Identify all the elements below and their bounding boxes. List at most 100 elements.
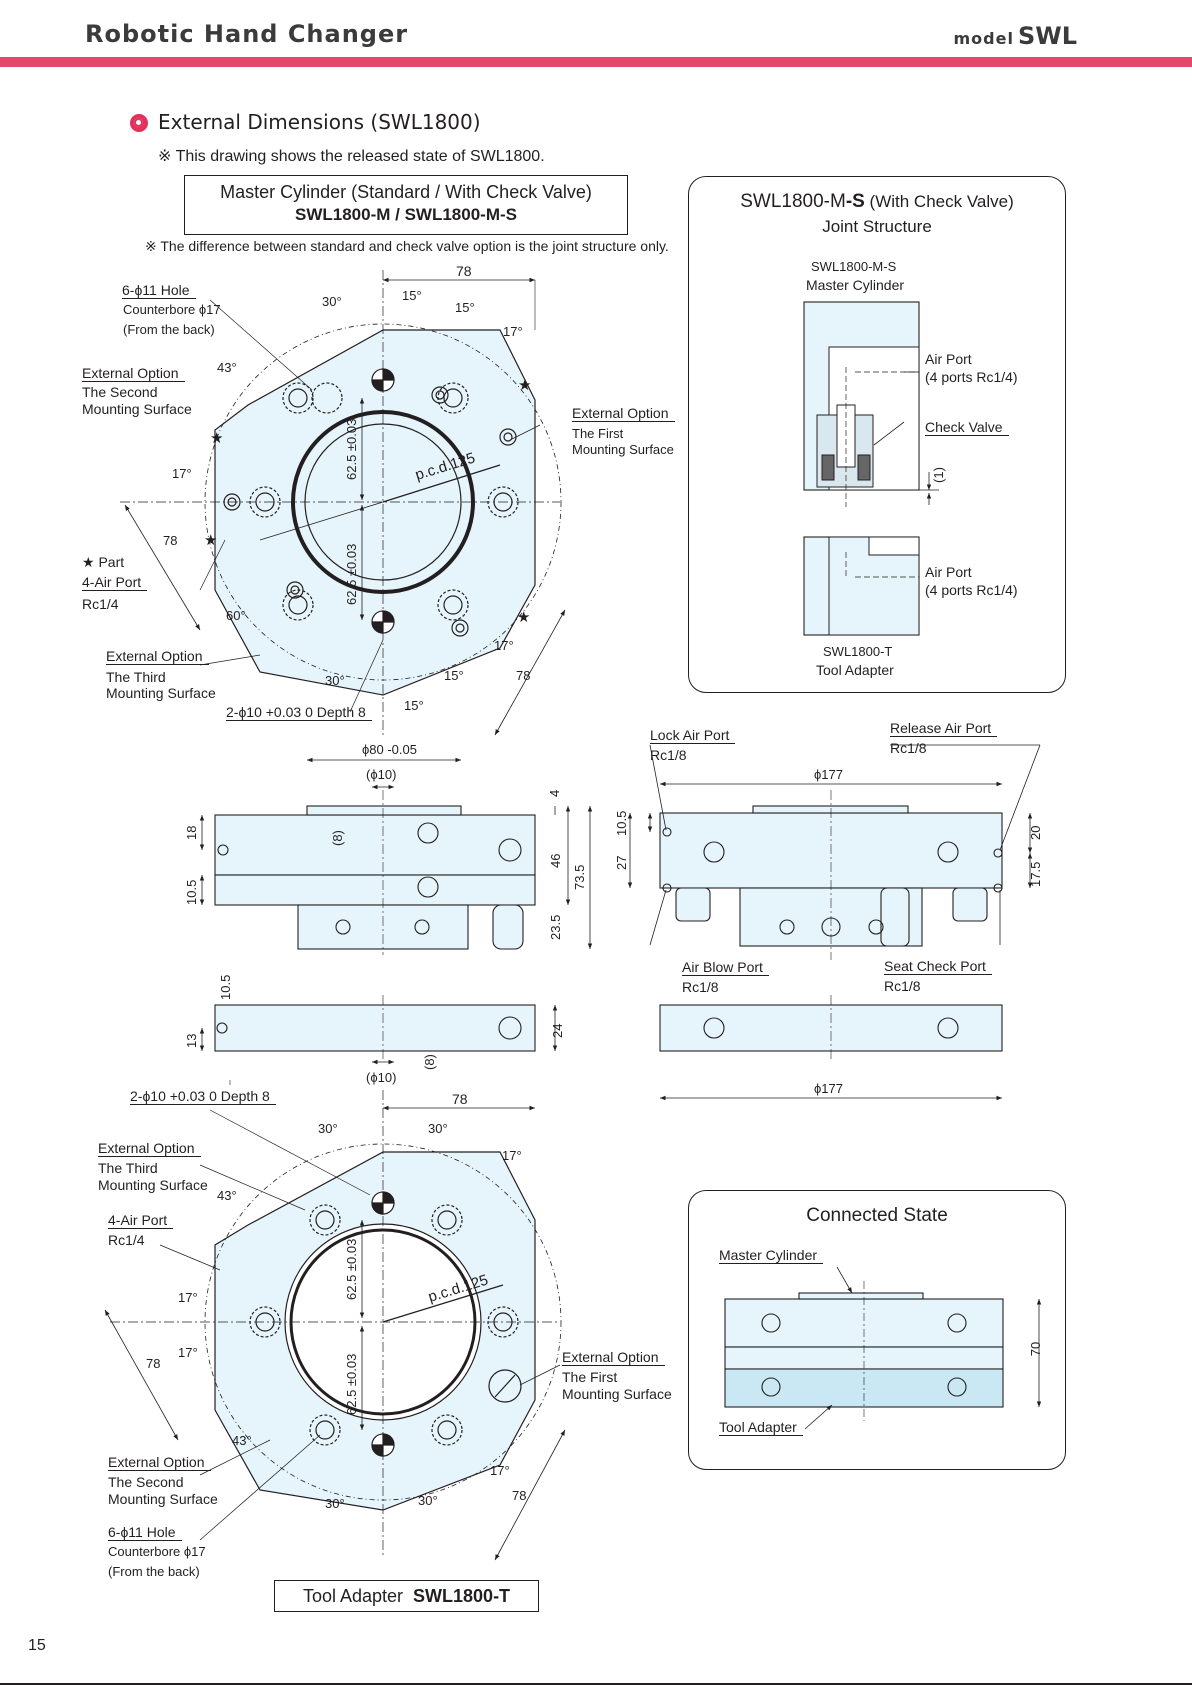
master-front-view (659, 790, 1003, 960)
label-dowel-tool: 2-ϕ10 +0.03 0 Depth 8 (130, 1088, 276, 1105)
svg-text:★: ★ (518, 377, 531, 394)
master-top-view (120, 270, 566, 736)
dowel-markers (371, 368, 395, 634)
dim-17-b: 17° (172, 466, 192, 481)
master-front-labels: ϕ177 10.5 27 20 17.5 (614, 767, 1043, 887)
dim-62-5-tool-lower: 62.5 ±0.03 (344, 1354, 359, 1415)
label-hole-top: 6-ϕ11 Hole (122, 282, 196, 299)
header-accent-bar (0, 57, 1192, 67)
label-air-port-top: 4-Air Port (82, 574, 148, 591)
dim-78-tool-left: 78 (146, 1356, 160, 1371)
tool-top-view-labels: 78 30° 30° 17° 43° 17° 17° 78 43° 30° 30… (146, 1091, 526, 1511)
label-first-surface-tool-2: Mounting Surface (562, 1386, 672, 1402)
label-counterbore-top: Counterbore ϕ17 (123, 302, 221, 317)
dim-27: 27 (614, 856, 629, 870)
label-ext-opt-third: External Option (106, 648, 209, 665)
label-ext-opt-third-tool: External Option (98, 1140, 201, 1157)
dim-phi10-b: (ϕ10) (366, 1070, 396, 1085)
label-third-surface-tool-1: The Third (98, 1160, 158, 1176)
tool-adapter-model: SWL1800-T (413, 1586, 511, 1606)
label-lock-air-port: Lock Air Port (650, 727, 736, 744)
label-release-air-port: Release Air Port (890, 720, 998, 737)
connected-dim-70: 70 (1028, 1341, 1044, 1357)
tool-side-view (214, 995, 536, 1085)
tool-top-view (104, 1090, 566, 1561)
dim-78-tool-right: 78 (512, 1488, 526, 1503)
dim-60: 60° (226, 608, 246, 623)
page-header-title: Robotic Hand Changer (85, 20, 409, 48)
dim-15-b: 15° (455, 300, 475, 315)
connected-panel-title: Connected State (806, 1205, 948, 1226)
note-difference: ※ The difference between standard and ch… (145, 238, 669, 254)
dim-30-f: 30° (418, 1493, 438, 1508)
dim-43-b: 43° (217, 1188, 237, 1203)
dim-78-right: 78 (516, 668, 530, 683)
joint-panel-subtitle: Joint Structure (822, 217, 932, 236)
label-ext-opt-first: External Option (572, 405, 675, 422)
connected-master-label: Master Cylinder (719, 1247, 824, 1264)
label-release-rc18: Rc1/8 (890, 740, 927, 756)
dim-17-c: 17° (494, 638, 514, 653)
joint-tool-label-1: SWL1800-T (823, 644, 893, 659)
label-seat-check-port: Seat Check Port (884, 958, 992, 975)
joint-check-valve: Check Valve (925, 419, 1009, 436)
dim-15-c: 15° (444, 668, 464, 683)
joint-air-port-4: (4 ports Rc1/4) (925, 582, 1018, 598)
label-air-port-tool: 4-Air Port (108, 1212, 174, 1229)
label-third-surface-2: Mounting Surface (106, 685, 216, 701)
master-body-outline (214, 329, 536, 696)
master-box-line1: Master Cylinder (Standard / With Check V… (220, 182, 592, 202)
label-second-surface-2: Mounting Surface (82, 401, 192, 417)
joint-panel-title: SWL1800-M-S (With Check Valve) (740, 191, 1014, 212)
joint-air-port-2: (4 ports Rc1/4) (925, 369, 1018, 385)
label-rc14-tool: Rc1/4 (108, 1232, 145, 1248)
joint-structure-panel: SWL1800-M-S (With Check Valve) Joint Str… (688, 176, 1066, 693)
dim-62-5-tool-upper: 62.5 ±0.03 (344, 1239, 359, 1300)
tool-front-view (659, 995, 1003, 1060)
svg-text:★: ★ (210, 430, 223, 447)
master-side-view (214, 790, 536, 955)
label-star-part: ★ Part (82, 554, 125, 570)
dim-30-c: 30° (318, 1121, 338, 1136)
dim-4: 4 (547, 790, 562, 797)
master-holes (223, 382, 519, 637)
section-bullet-icon (130, 114, 148, 132)
dim-20: 20 (1028, 826, 1043, 840)
label-from-back-top: (From the back) (123, 322, 215, 337)
model-prefix: model (953, 29, 1014, 48)
tool-adapter-caption: Tool Adapter SWL1800-T (274, 1580, 539, 1612)
label-second-surface-1: The Second (82, 384, 158, 400)
dim-phi80: ϕ80 -0.05 (362, 742, 417, 757)
label-first-surface-2: Mounting Surface (572, 442, 674, 457)
dim-18: 18 (184, 826, 199, 840)
dim-78-tool-top: 78 (452, 1091, 468, 1107)
dim-phi10-a: (ϕ10) (366, 767, 396, 782)
svg-text:★: ★ (517, 609, 530, 626)
dim-8-a: (8) (330, 830, 345, 846)
label-seat-check-rc18: Rc1/8 (884, 978, 921, 994)
section-title: External Dimensions (SWL1800) (158, 110, 481, 134)
label-ext-opt-first-tool: External Option (562, 1349, 665, 1366)
dim-73-5: 73.5 (572, 865, 587, 890)
joint-structure-drawing (803, 301, 939, 636)
dim-phi177-a: ϕ177 (814, 767, 843, 782)
label-first-surface-1: The First (572, 426, 624, 441)
label-air-blow-rc18: Rc1/8 (682, 979, 719, 995)
dim-10-5-b: 10.5 (218, 975, 233, 1000)
label-air-blow-port: Air Blow Port (682, 959, 769, 976)
dim-24: 24 (550, 1024, 565, 1038)
dim-15-d: 15° (404, 698, 424, 713)
label-rc14-top: Rc1/4 (82, 596, 119, 612)
label-hole-tool: 6-ϕ11 Hole (108, 1524, 182, 1541)
dim-62-5-lower: 62.5 ±0.03 (344, 544, 359, 605)
dim-17-e: 17° (178, 1290, 198, 1305)
connected-state-panel: Connected State Master Cylinder Tool Ada… (688, 1190, 1066, 1470)
joint-air-port-3: Air Port (925, 564, 972, 580)
dim-17-f: 17° (178, 1345, 198, 1360)
dim-13: 13 (184, 1034, 199, 1048)
dim-phi177-b: ϕ177 (814, 1081, 843, 1096)
dim-10-5-a: 10.5 (184, 880, 199, 905)
label-counterbore-tool: Counterbore ϕ17 (108, 1544, 206, 1559)
